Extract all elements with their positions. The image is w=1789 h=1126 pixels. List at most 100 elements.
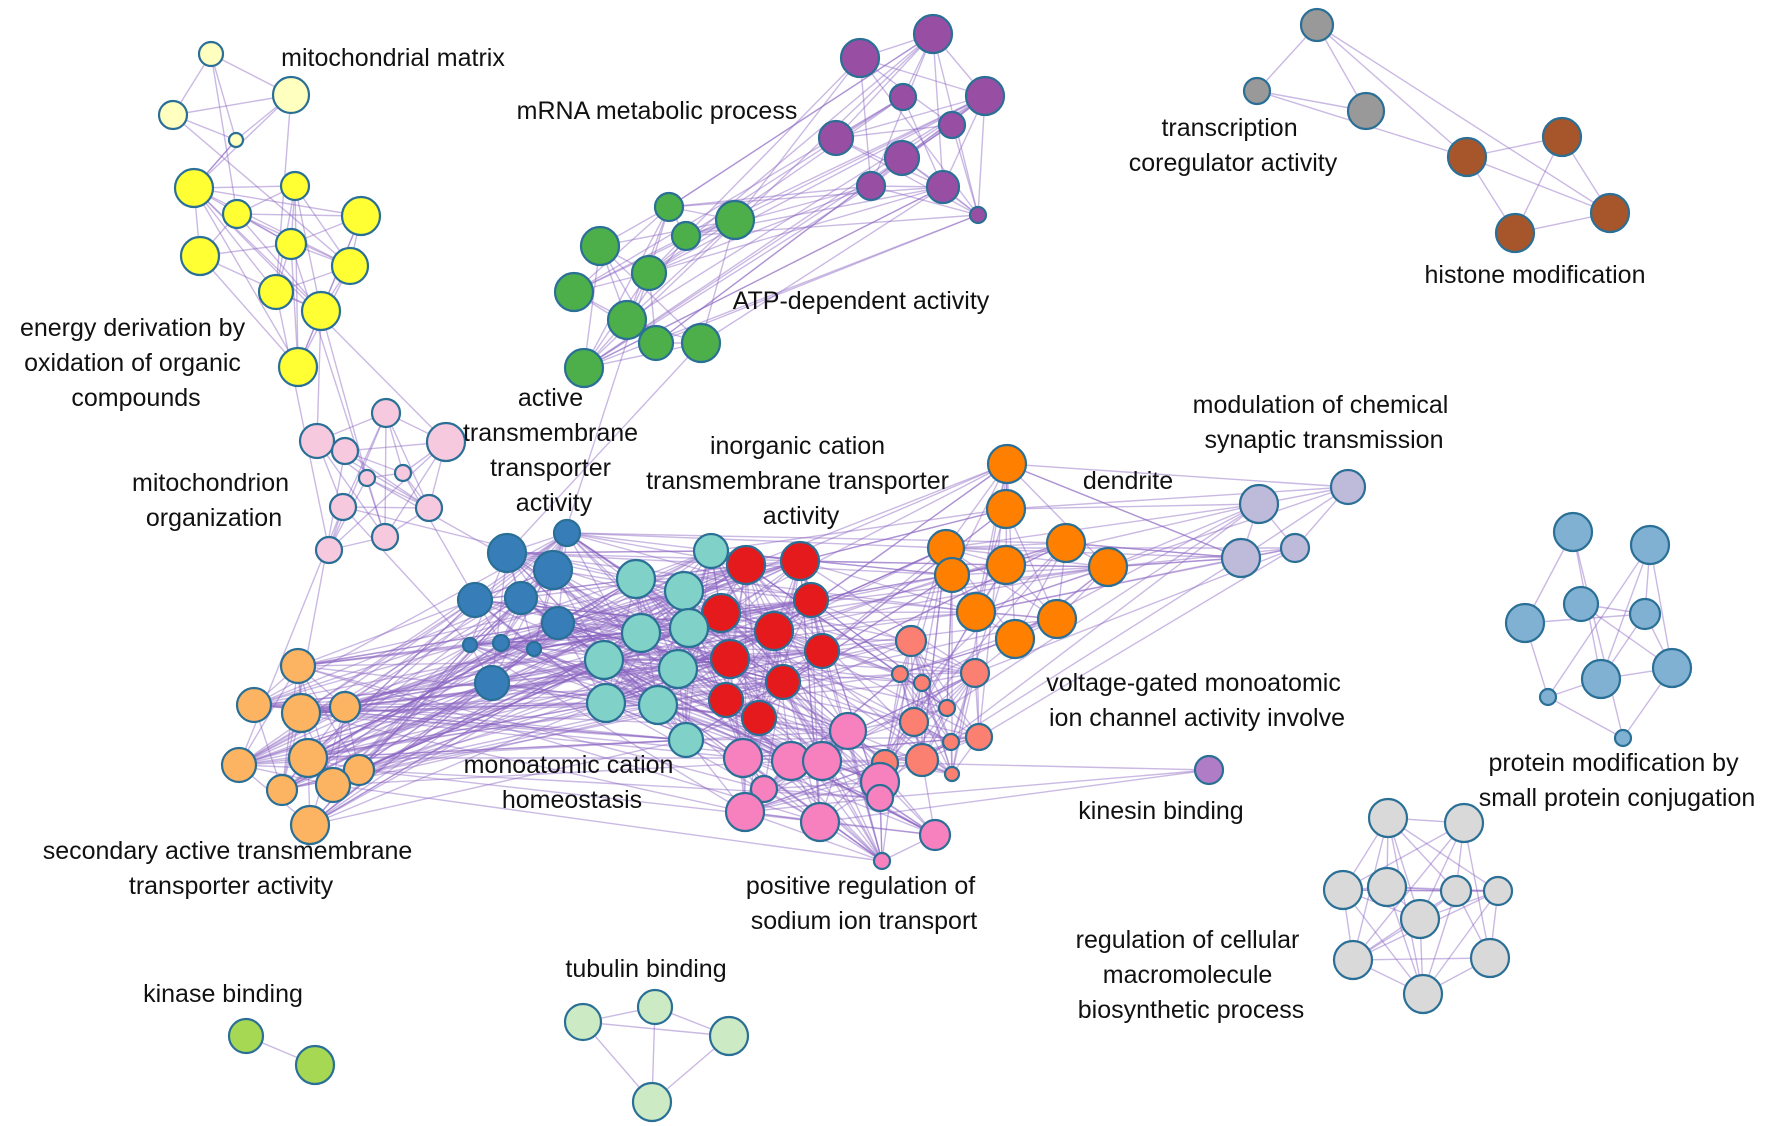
network-edge bbox=[626, 95, 986, 321]
node-energy-2 bbox=[279, 170, 311, 202]
network-edge bbox=[332, 668, 679, 786]
network-edge bbox=[1005, 508, 1058, 620]
network-edge bbox=[744, 762, 886, 813]
node-sodium-8 bbox=[724, 791, 766, 833]
network-edge bbox=[238, 560, 801, 766]
network-edge bbox=[720, 612, 936, 836]
node-energy-4 bbox=[221, 198, 253, 230]
node-energy-10 bbox=[277, 346, 319, 388]
network-edge bbox=[763, 788, 881, 799]
network-edge bbox=[193, 187, 299, 368]
network-edge bbox=[307, 622, 559, 759]
network-edge bbox=[725, 673, 901, 701]
network-edge bbox=[1352, 822, 1465, 961]
node-inorganic-8 bbox=[764, 663, 802, 701]
network-edge bbox=[294, 185, 299, 368]
network-edge bbox=[491, 552, 508, 684]
node-active-tm-4 bbox=[456, 581, 494, 619]
network-edge bbox=[566, 532, 812, 601]
network-edge bbox=[297, 215, 362, 368]
network-edge bbox=[847, 730, 883, 862]
node-homeostasis-6 bbox=[583, 639, 625, 681]
network-edge bbox=[910, 640, 953, 775]
network-edge bbox=[1065, 542, 1242, 559]
network-edge bbox=[238, 682, 493, 766]
network-edge bbox=[253, 704, 687, 741]
network-edge bbox=[573, 206, 670, 293]
network-edge bbox=[552, 569, 679, 670]
network-edge bbox=[742, 630, 775, 759]
network-edge bbox=[500, 564, 747, 644]
network-edge bbox=[583, 245, 601, 369]
network-edge bbox=[668, 186, 944, 208]
network-edge bbox=[951, 566, 1109, 576]
node-mito-matrix-2 bbox=[271, 75, 311, 115]
network-edge bbox=[506, 552, 659, 706]
network-edge bbox=[320, 310, 368, 479]
network-edge bbox=[910, 640, 952, 743]
network-edge bbox=[599, 245, 702, 344]
network-edge bbox=[557, 590, 685, 624]
network-edge bbox=[688, 463, 1008, 629]
network-edge bbox=[344, 532, 568, 708]
network-edge bbox=[978, 547, 1296, 738]
node-protein-mod-3 bbox=[1504, 602, 1546, 644]
node-active-tm-2 bbox=[552, 518, 582, 548]
network-edge bbox=[342, 412, 387, 508]
network-edge bbox=[1342, 822, 1465, 891]
node-mito-org-7 bbox=[328, 492, 358, 522]
network-edge bbox=[773, 630, 821, 823]
network-edge bbox=[835, 137, 979, 216]
network-edge bbox=[782, 673, 901, 683]
network-edge bbox=[605, 681, 784, 704]
network-edge bbox=[307, 578, 637, 759]
network-edge bbox=[1005, 486, 1349, 510]
node-energy-3 bbox=[340, 195, 382, 237]
label-tubulin-binding: tubulin binding bbox=[565, 955, 726, 983]
node-homeostasis-8 bbox=[585, 682, 627, 724]
network-edge bbox=[307, 682, 493, 759]
network-edge bbox=[193, 187, 277, 293]
network-edge bbox=[870, 185, 979, 216]
label-cellular-macromolecule: regulation of cellular macromolecule bio… bbox=[1076, 926, 1307, 1024]
network-edge bbox=[603, 659, 923, 684]
network-edge bbox=[1006, 463, 1242, 559]
nodes-layer bbox=[157, 7, 1693, 1123]
network-edge bbox=[294, 185, 322, 312]
node-mrna-4 bbox=[888, 82, 918, 112]
network-edge bbox=[603, 659, 792, 762]
node-voltage-3 bbox=[912, 673, 932, 693]
node-mrna-8 bbox=[855, 170, 887, 202]
network-edge bbox=[859, 57, 986, 97]
network-edge bbox=[1006, 463, 1242, 559]
label-synaptic-transmission: modulation of chemical synaptic transmis… bbox=[1193, 391, 1456, 454]
network-edge bbox=[193, 187, 362, 217]
node-mito-org-5 bbox=[357, 468, 377, 488]
network-edge bbox=[819, 769, 1210, 823]
network-edge bbox=[583, 95, 986, 369]
network-edge bbox=[700, 186, 944, 344]
network-edge bbox=[309, 706, 346, 826]
network-edge bbox=[657, 704, 792, 762]
label-dendrite: dendrite bbox=[1083, 467, 1173, 495]
node-histone-3 bbox=[1494, 212, 1536, 254]
network-edge bbox=[729, 658, 923, 684]
node-mrna-3 bbox=[964, 75, 1006, 117]
node-dendrite-5 bbox=[1045, 522, 1087, 564]
network-edge bbox=[1107, 503, 1260, 568]
network-edge bbox=[307, 739, 687, 759]
node-sodium-1 bbox=[828, 711, 868, 751]
node-dendrite-1 bbox=[986, 443, 1028, 485]
network-edge bbox=[307, 599, 476, 759]
node-energy-5 bbox=[274, 227, 308, 261]
network-edge bbox=[1107, 557, 1242, 568]
network-edge bbox=[899, 673, 952, 743]
node-active-tm-9 bbox=[525, 640, 543, 658]
network-edge bbox=[300, 599, 476, 714]
node-protein-mod-9 bbox=[1613, 728, 1633, 748]
node-inorganic-9 bbox=[707, 681, 745, 719]
node-protein-mod-6 bbox=[1580, 658, 1622, 700]
node-voltage-7 bbox=[941, 732, 961, 752]
network-edge bbox=[1649, 544, 1673, 669]
label-atp-dependent-activity: ATP-dependent activity bbox=[733, 287, 990, 315]
